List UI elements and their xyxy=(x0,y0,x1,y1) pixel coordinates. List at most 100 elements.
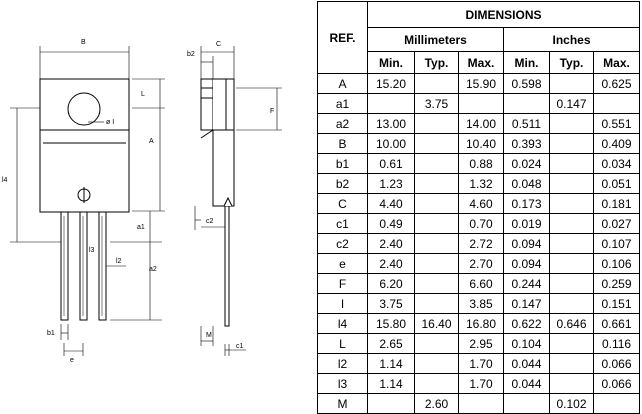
cell-in-max xyxy=(592,393,641,414)
cell-mm-typ xyxy=(414,113,459,134)
cell-mm-max: 1.70 xyxy=(458,353,504,374)
dim-label-e: e xyxy=(70,357,74,364)
cell-mm-typ xyxy=(414,73,459,94)
cell-in-max: 0.106 xyxy=(592,253,641,274)
cell-mm-typ xyxy=(414,333,459,354)
cell-mm-typ xyxy=(414,213,459,234)
cell-ref: b2 xyxy=(317,173,368,194)
side-tab xyxy=(200,78,214,131)
dim-label-A: A xyxy=(149,138,154,145)
dim-label-b1: b1 xyxy=(47,330,55,337)
cell-in-typ xyxy=(549,213,594,234)
cell-mm-max: 0.88 xyxy=(458,153,504,174)
cell-mm-min: 10.00 xyxy=(367,133,415,154)
cell-mm-min: 0.49 xyxy=(367,213,415,234)
dim-label-F: F xyxy=(270,108,274,115)
dim-label-l3: l3 xyxy=(89,247,95,254)
cell-in-min: 0.173 xyxy=(503,193,550,214)
package-outline-drawing: B L A ø I l4 a1 a2 l3 l2 b1 e b2 C F c2 … xyxy=(2,39,282,364)
cell-in-max: 0.051 xyxy=(592,173,641,194)
cell-mm-min: 15.20 xyxy=(367,73,415,94)
cell-in-typ xyxy=(549,373,594,394)
cell-ref: l3 xyxy=(317,373,368,394)
side-lead xyxy=(224,205,230,327)
dim-label-c1: c1 xyxy=(236,343,244,350)
subheader-mm-max: Max. xyxy=(458,51,504,74)
cell-mm-max: 15.90 xyxy=(458,73,504,94)
cell-in-min: 0.393 xyxy=(503,133,550,154)
cell-mm-max: 14.00 xyxy=(458,113,504,134)
cell-in-max: 0.625 xyxy=(592,73,641,94)
dim-label-l4: l4 xyxy=(2,177,8,184)
cell-in-typ xyxy=(549,173,594,194)
cell-in-typ: 0.147 xyxy=(549,93,594,114)
cell-in-typ xyxy=(549,273,594,294)
dim-label-C: C xyxy=(216,41,221,48)
dim-label-phi: ø I xyxy=(106,119,114,126)
lead-1 xyxy=(60,211,69,321)
cell-ref: a2 xyxy=(317,113,368,134)
cell-in-typ xyxy=(549,353,594,374)
ref-header: REF. xyxy=(317,1,368,74)
cell-in-min: 0.094 xyxy=(503,253,550,274)
mounting-hole xyxy=(67,92,101,126)
group-millimeters: Millimeters xyxy=(367,27,504,52)
cell-in-min: 0.104 xyxy=(503,333,550,354)
cell-in-max: 0.259 xyxy=(592,273,641,294)
cell-in-max: 0.066 xyxy=(592,353,641,374)
cell-mm-max: 2.70 xyxy=(458,253,504,274)
cell-mm-max xyxy=(458,93,504,114)
cell-ref: c1 xyxy=(317,213,368,234)
cell-mm-min xyxy=(367,93,415,114)
cell-in-typ xyxy=(549,193,594,214)
cell-mm-typ xyxy=(414,373,459,394)
cell-ref: L xyxy=(317,333,368,354)
cell-in-max: 0.027 xyxy=(592,213,641,234)
cell-mm-min: 1.23 xyxy=(367,173,415,194)
cell-mm-typ xyxy=(414,353,459,374)
cell-mm-min: 2.40 xyxy=(367,253,415,274)
cell-mm-typ xyxy=(414,153,459,174)
front-tab xyxy=(39,78,130,131)
cell-in-min: 0.511 xyxy=(503,113,550,134)
cell-in-min xyxy=(503,93,550,114)
dimensions-table: REF. DIMENSIONS Millimeters Inches Min. … xyxy=(317,1,641,414)
cell-mm-min: 6.20 xyxy=(367,273,415,294)
subheader-mm-typ: Typ. xyxy=(414,51,459,74)
cell-mm-typ xyxy=(414,173,459,194)
cell-mm-typ: 3.75 xyxy=(414,93,459,114)
cell-mm-min: 2.65 xyxy=(367,333,415,354)
cell-in-max: 0.661 xyxy=(592,313,641,334)
cell-in-typ xyxy=(549,253,594,274)
cell-mm-max: 2.95 xyxy=(458,333,504,354)
cell-in-max: 0.409 xyxy=(592,133,641,154)
cell-in-max: 0.181 xyxy=(592,193,641,214)
cell-ref: F xyxy=(317,273,368,294)
cell-in-typ: 0.102 xyxy=(549,393,594,414)
cell-mm-max: 1.32 xyxy=(458,173,504,194)
cell-ref: M xyxy=(317,393,368,414)
cell-ref: C xyxy=(317,193,368,214)
cell-in-max: 0.066 xyxy=(592,373,641,394)
dim-label-a2: a2 xyxy=(149,266,157,273)
dim-label-l2: l2 xyxy=(116,258,122,265)
cell-mm-min: 4.40 xyxy=(367,193,415,214)
cell-in-min: 0.044 xyxy=(503,373,550,394)
cell-mm-min xyxy=(367,393,415,414)
cell-in-max: 0.116 xyxy=(592,333,641,354)
dim-label-b2: b2 xyxy=(187,51,195,58)
cell-mm-max: 0.70 xyxy=(458,213,504,234)
cell-in-max: 0.551 xyxy=(592,113,641,134)
cell-mm-max: 2.72 xyxy=(458,233,504,254)
cell-mm-typ xyxy=(414,193,459,214)
dim-label-M: M xyxy=(206,332,212,339)
